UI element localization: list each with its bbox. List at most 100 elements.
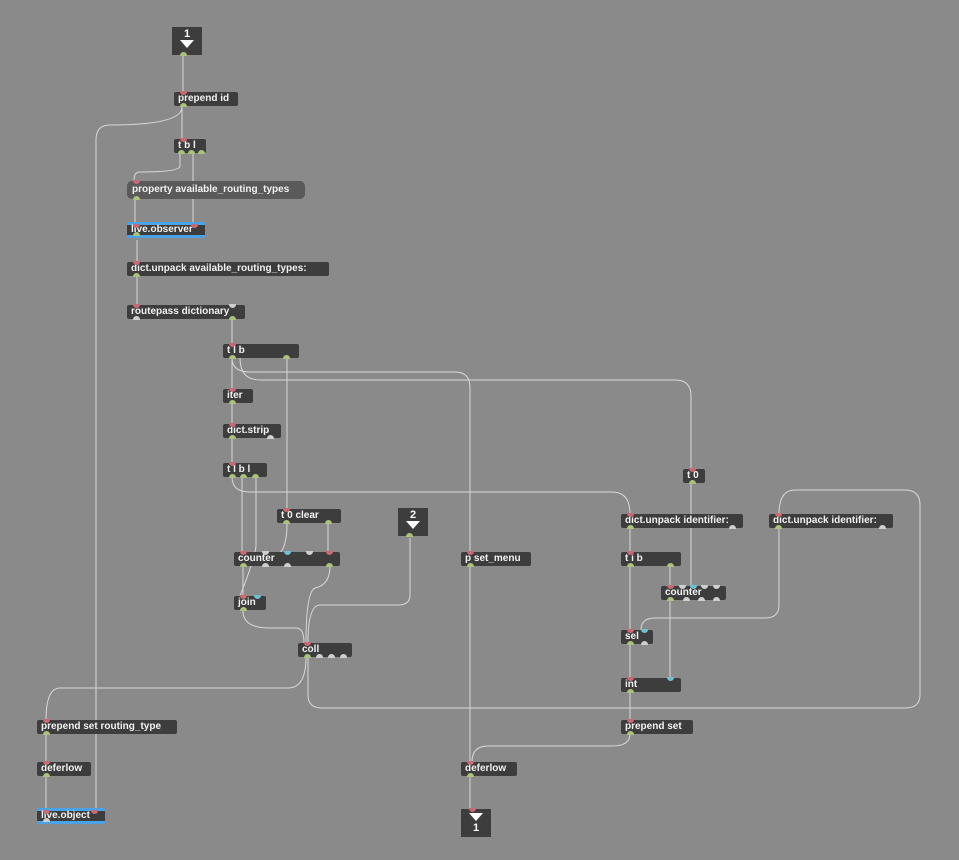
inlet-port[interactable]	[284, 551, 291, 555]
inlet-1[interactable]: 1	[172, 27, 202, 56]
counter-object[interactable]: counter	[234, 551, 340, 567]
outlet-port[interactable]	[689, 480, 696, 484]
inlet-port[interactable]	[133, 304, 140, 308]
outlet-port[interactable]	[283, 520, 290, 524]
outlet-port[interactable]	[316, 654, 323, 658]
outlet-port[interactable]	[133, 196, 140, 200]
outlet-port[interactable]	[43, 731, 50, 735]
deferlow-object-2[interactable]: deferlow	[461, 761, 517, 777]
outlet-port[interactable]	[325, 520, 332, 524]
outlet-port[interactable]	[627, 525, 634, 529]
outlet-port[interactable]	[340, 654, 347, 658]
routepass-object[interactable]: routepass dictionary	[127, 304, 245, 320]
inlet-port[interactable]	[133, 224, 140, 228]
outlet-port[interactable]	[627, 689, 634, 693]
inlet-port[interactable]	[713, 585, 720, 589]
inlet-port[interactable]	[627, 551, 634, 555]
inlet-port[interactable]	[306, 551, 313, 555]
inlet-port[interactable]	[467, 761, 474, 765]
p-set-menu-subpatch[interactable]: p set_menu	[461, 551, 531, 567]
trigger-0-object[interactable]: t 0	[683, 468, 705, 484]
sel-object[interactable]: sel	[621, 629, 653, 645]
inlet-port[interactable]	[627, 629, 634, 633]
inlet-port[interactable]	[191, 224, 198, 228]
inlet-port[interactable]	[229, 304, 236, 308]
inlet-2[interactable]: 2	[398, 508, 428, 537]
outlet-port[interactable]	[283, 355, 290, 359]
inlet-port[interactable]	[229, 423, 236, 427]
inlet-port[interactable]	[43, 719, 50, 723]
outlet-port[interactable]	[262, 563, 269, 567]
trigger-0-clear-object[interactable]: t 0 clear	[277, 508, 341, 524]
outlet-port[interactable]	[729, 525, 736, 529]
inlet-port[interactable]	[133, 180, 140, 184]
outlet-port[interactable]	[240, 474, 247, 478]
outlet-port[interactable]	[229, 316, 236, 320]
outlet-port[interactable]	[326, 563, 333, 567]
live-observer-object[interactable]: live.observer	[127, 222, 205, 238]
outlet-port[interactable]	[627, 641, 634, 645]
outlet-port[interactable]	[328, 654, 335, 658]
outlet-port[interactable]	[252, 474, 259, 478]
inlet-port[interactable]	[701, 585, 708, 589]
outlet-port[interactable]	[467, 563, 474, 567]
outlet-port[interactable]	[641, 641, 648, 645]
outlet-port[interactable]	[133, 232, 140, 236]
inlet-port[interactable]	[667, 677, 674, 681]
inlet-port[interactable]	[43, 761, 50, 765]
outlet-port[interactable]	[133, 316, 140, 320]
inlet-port[interactable]	[240, 551, 247, 555]
inlet-port[interactable]	[229, 343, 236, 347]
inlet-port[interactable]	[667, 585, 674, 589]
outlet-port[interactable]	[133, 273, 140, 277]
join-object[interactable]: join	[234, 595, 266, 611]
outlet-port[interactable]	[180, 103, 187, 107]
int-object[interactable]: int	[621, 677, 681, 693]
inlet-port[interactable]	[91, 810, 98, 814]
trigger-b-l-object[interactable]: t b l	[174, 138, 206, 154]
property-message[interactable]: property available_routing_types	[127, 180, 305, 200]
inlet-port[interactable]	[43, 810, 50, 814]
outlet-port[interactable]	[229, 400, 236, 404]
outlet-port[interactable]	[229, 435, 236, 439]
inlet-port[interactable]	[180, 138, 187, 142]
inlet-port[interactable]	[133, 261, 140, 265]
outlet-1[interactable]: 1	[461, 808, 491, 837]
outlet-port[interactable]	[467, 773, 474, 777]
outlet-port[interactable]	[304, 654, 311, 658]
outlet-port[interactable]	[667, 563, 674, 567]
outlet-port[interactable]	[178, 150, 185, 154]
outlet-port[interactable]	[667, 597, 674, 601]
inlet-port[interactable]	[467, 551, 474, 555]
dict-strip-object[interactable]: dict.strip	[223, 423, 281, 439]
outlet-port[interactable]	[229, 355, 236, 359]
inlet-port[interactable]	[326, 551, 333, 555]
outlet-port[interactable]	[229, 474, 236, 478]
inlet-port[interactable]	[627, 677, 634, 681]
inlet-port[interactable]	[283, 508, 290, 512]
outlet-port[interactable]	[627, 563, 634, 567]
outlet-port[interactable]	[43, 818, 50, 822]
inlet-port[interactable]	[240, 595, 247, 599]
outlet-port[interactable]	[627, 731, 634, 735]
inlet-port[interactable]	[689, 468, 696, 472]
prepend-id-object[interactable]: prepend id	[174, 91, 238, 107]
inlet-port[interactable]	[690, 585, 697, 589]
outlet-port[interactable]	[879, 525, 886, 529]
outlet-port[interactable]	[406, 533, 413, 537]
inlet-port[interactable]	[641, 629, 648, 633]
inlet-port[interactable]	[627, 719, 634, 723]
dict-unpack-types-object[interactable]: dict.unpack available_routing_types:	[127, 261, 329, 277]
inlet-port[interactable]	[180, 91, 187, 95]
prepend-set-object[interactable]: prepend set	[621, 719, 693, 735]
inlet-port[interactable]	[229, 388, 236, 392]
inlet-port[interactable]	[262, 551, 269, 555]
outlet-port[interactable]	[775, 525, 782, 529]
coll-object[interactable]: coll	[298, 642, 352, 658]
inlet-port[interactable]	[254, 595, 261, 599]
outlet-port[interactable]	[180, 52, 187, 56]
outlet-port[interactable]	[240, 563, 247, 567]
prepend-set-routing-type-object[interactable]: prepend set routing_type	[37, 719, 177, 735]
counter-object-2[interactable]: counter	[661, 585, 726, 601]
deferlow-object[interactable]: deferlow	[37, 761, 91, 777]
